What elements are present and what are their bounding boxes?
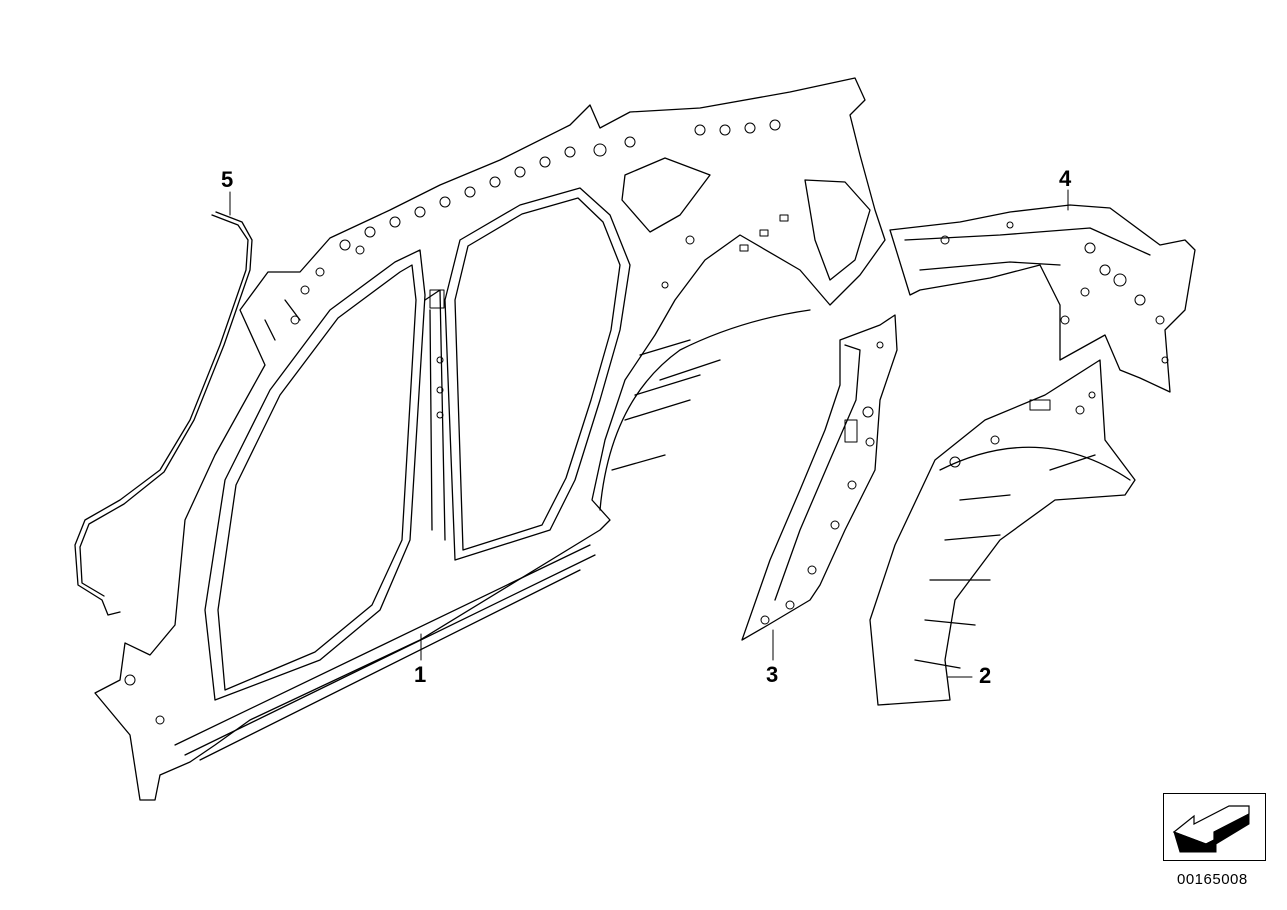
- document-number: 00165008: [1177, 871, 1248, 888]
- arrow-left-icon: [1172, 805, 1250, 853]
- side-frame-part: [94, 77, 886, 801]
- callout-5: 5: [221, 167, 234, 192]
- callout-2: 2: [979, 663, 992, 688]
- pillar-panel-part: [741, 314, 898, 641]
- callout-3: 3: [766, 662, 779, 687]
- cable-part: [74, 211, 253, 616]
- callout-1: 1: [414, 662, 427, 687]
- upper-bracket-part: [889, 204, 1196, 393]
- callout-4: 4: [1059, 166, 1072, 191]
- orientation-box: [1163, 793, 1266, 861]
- leader-lines: [229, 189, 1069, 678]
- wheel-arch-part: [869, 359, 1136, 706]
